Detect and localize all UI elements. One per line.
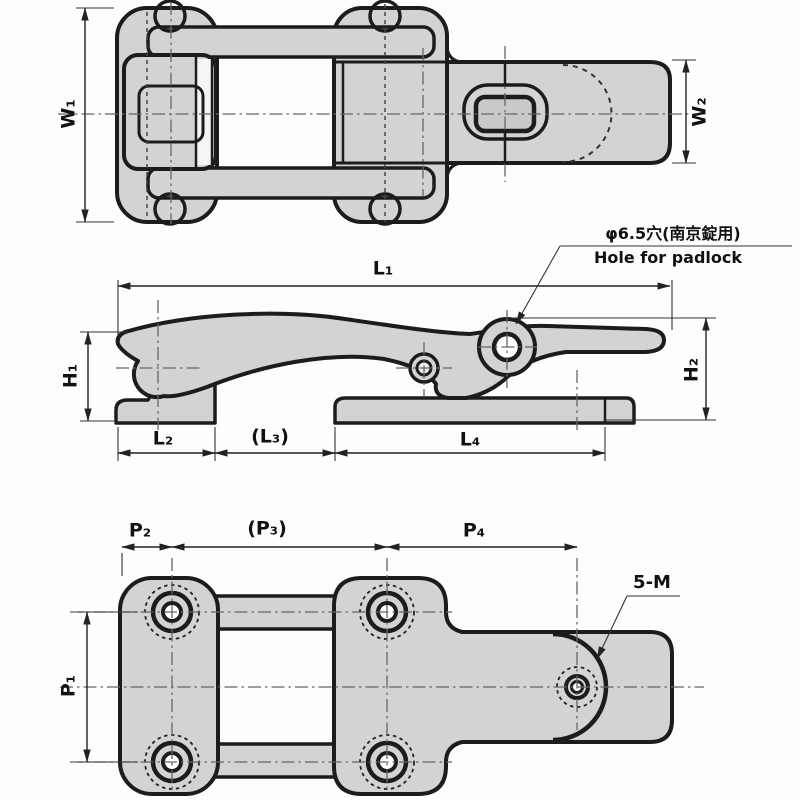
dim-label-p1: P₁ [57, 674, 80, 698]
neck-fillet [445, 161, 463, 178]
screw-boss [153, 0, 187, 33]
dim-label-h2: H₂ [680, 357, 703, 383]
dim-label-w2: W₂ [688, 97, 711, 127]
screw-boss [368, 192, 402, 226]
screw-boss [153, 192, 187, 226]
link-bar-top [146, 25, 436, 59]
dim-label-p2: P₂ [128, 519, 152, 542]
callout-padlock-en: Hole for padlock [593, 248, 743, 267]
top-view-drawing [58, 0, 706, 226]
side-view-drawing [80, 245, 792, 461]
hidden-lever-end-arc [562, 64, 613, 163]
callout-leader-padlock [515, 245, 561, 325]
right-base-side-view [333, 396, 636, 425]
left-mount-plate-bottom-view [118, 576, 220, 796]
link-bar-bottom-view [208, 742, 342, 779]
dim-label-l3: (L₃) [251, 425, 289, 448]
dim-label-l4: L₄ [459, 428, 481, 451]
latch-lever-side-view [115, 311, 666, 400]
bottom-view-drawing [60, 543, 704, 796]
dim-label-l1: L₁ [372, 257, 394, 280]
callout-leader-thread [596, 595, 628, 660]
dim-label-p4: P₄ [462, 519, 486, 542]
right-mount-plate-bottom-view [332, 576, 674, 796]
dim-label-w1: W₁ [57, 99, 80, 129]
dim-label-l2: L₂ [152, 427, 174, 450]
callout-thread-5m: 5-M [633, 572, 671, 593]
neck-fillet [445, 47, 463, 64]
dim-label-p3: (P₃) [247, 517, 287, 540]
callout-padlock-jp: φ6.5穴(南京錠用) [605, 224, 741, 243]
link-bar-bottom [146, 166, 436, 200]
dim-label-h1: H₁ [59, 363, 82, 389]
